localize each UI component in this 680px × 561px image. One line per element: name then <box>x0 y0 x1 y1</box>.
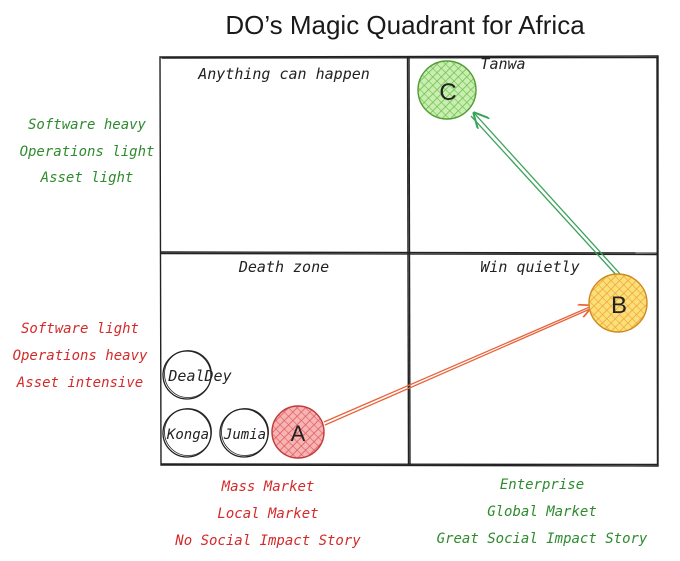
y-axis-bottom-line-3: Asset intensive <box>16 375 143 391</box>
x-axis-left-labels: Mass Market Local Market No Social Impac… <box>174 479 361 549</box>
y-axis-bottom-line-1: Software light <box>21 321 139 337</box>
quadrant-label-bottom-right: Win quietly <box>480 258 579 276</box>
bubble-jumia-label: Jumia <box>223 427 266 443</box>
y-axis-bottom-line-2: Operations heavy <box>13 348 148 364</box>
quadrant-frame <box>159 55 659 467</box>
quadrant-label-top-right: Tanwa <box>480 55 525 73</box>
bubble-dealdey-label: DealDey <box>167 367 231 385</box>
bubble-jumia: Jumia <box>219 408 269 458</box>
diagram-title: DO’s Magic Quadrant for Africa <box>225 10 585 40</box>
bubble-c-label: C <box>439 79 456 106</box>
x-axis-left-line-2: Local Market <box>217 506 318 522</box>
x-axis-right-line-3: Great Social Impact Story <box>437 531 648 547</box>
bubble-c: C <box>417 60 477 120</box>
bubble-konga: Konga <box>162 408 212 458</box>
quadrant-label-top-left: Anything can happen <box>197 65 370 83</box>
x-axis-right-line-2: Global Market <box>487 504 597 520</box>
arrow-b-to-c <box>470 113 623 279</box>
x-axis-left-line-1: Mass Market <box>221 479 315 495</box>
x-axis-left-line-3: No Social Impact Story <box>174 533 361 549</box>
bubble-dealdey: DealDey <box>162 350 232 400</box>
y-axis-top-labels: Software heavy Operations light Asset li… <box>20 117 155 186</box>
x-axis-right-labels: Enterprise Global Market Great Social Im… <box>437 477 648 547</box>
y-axis-bottom-labels: Software light Operations heavy Asset in… <box>13 321 148 391</box>
y-axis-top-line-1: Software heavy <box>28 117 147 133</box>
bubble-a: A <box>271 405 325 459</box>
quadrant-label-bottom-left: Death zone <box>238 258 329 276</box>
bubble-a-label: A <box>291 421 306 446</box>
arrow-a-to-b <box>323 306 592 426</box>
y-axis-top-line-2: Operations light <box>20 144 155 160</box>
bubble-konga-label: Konga <box>166 427 209 443</box>
bubble-b: B <box>588 273 648 333</box>
x-axis-right-line-1: Enterprise <box>500 477 584 493</box>
y-axis-top-line-3: Asset light <box>40 170 134 186</box>
bubble-b-label: B <box>611 292 627 319</box>
